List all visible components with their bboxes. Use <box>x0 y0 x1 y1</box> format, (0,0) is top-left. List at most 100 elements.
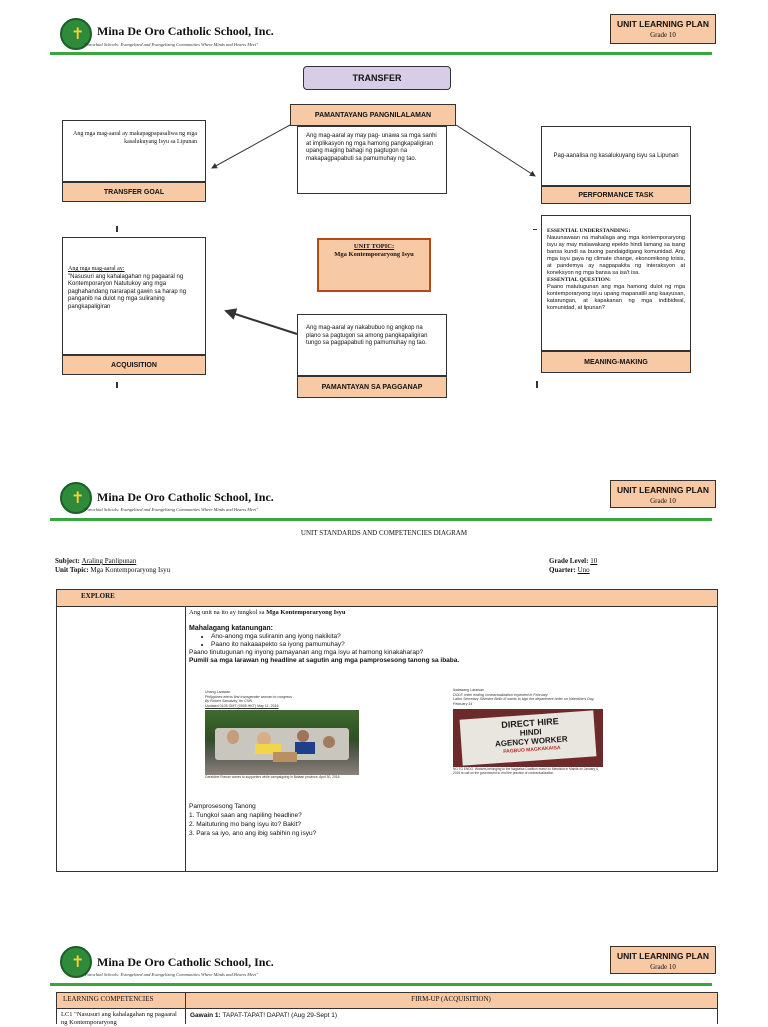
grade-level-value: 10 <box>590 557 598 565</box>
unit-topic-title: UNIT TOPIC: <box>353 243 395 250</box>
firmup-header: FIRM-UP (ACQUISITION) <box>411 995 491 1003</box>
unit-topic-box: UNIT TOPIC: Mga Kontemporaryong Isyu <box>317 238 431 292</box>
eq-title: ESSENTIAL QUESTION: <box>547 277 611 283</box>
img1-updated: Updated 0105 GMT (0905 HKT) May 11, 2016 <box>205 703 279 708</box>
acquisition-text: "Nasusuri ang kahalagahan ng pagaaral ng… <box>68 273 187 310</box>
unit-topic-value: Mga Kontemporaryong Isyu <box>90 566 171 574</box>
explore-table: EXPLORE Ang unit na ito ay tungkol sa Mg… <box>56 589 718 872</box>
unit-learning-plan-badge: UNIT LEARNING PLAN Grade 10 <box>610 14 716 44</box>
subject-label: Subject: <box>55 557 80 565</box>
grade-level-row: Grade Level: 10 <box>549 557 597 565</box>
protest-photo: DIRECT HIRE HINDI AGENCY WORKER PAGBUO M… <box>453 709 603 767</box>
unit-learning-plan-badge: UNIT LEARNING PLAN Grade 10 <box>610 946 716 974</box>
explore-intro-row: Ang unit na ito ay tungkol sa Mga Kontem… <box>189 609 713 617</box>
acquisition-box: Ang mga mag-aaral ay: "Nasusuri ang kaha… <box>62 237 206 355</box>
img2-byline: Labor Secretary Silvestre Bello III want… <box>453 697 595 706</box>
news-image-2: Ikalawang Larawan DOLE order ending cont… <box>453 688 605 788</box>
grade-label: Grade 10 <box>650 963 676 971</box>
img1-source: Unang Larawan <box>205 690 231 694</box>
acquisition-intro: Ang mga mag-aaral ay: <box>68 266 125 272</box>
school-logo-icon <box>60 18 92 50</box>
unit-topic-text: Mga Kontemporaryong Isyu <box>334 251 414 258</box>
img1-byline: By Robert Sawatzky, for CNN <box>205 699 253 703</box>
competencies-header-row: LEARNING COMPETENCIES FIRM-UP (ACQUISITI… <box>57 993 717 1009</box>
school-name: Mina De Oro Catholic School, Inc. <box>97 490 274 504</box>
campaign-photo <box>205 710 359 775</box>
school-logo-icon <box>60 946 92 978</box>
list-item: Paano ito nakaaapekto sa iyong pamumuhay… <box>211 641 713 649</box>
meaning-making-label: MEANING-MAKING <box>541 351 691 373</box>
tick-mark <box>533 229 537 230</box>
img1-headline: Philippines elects first transgender wom… <box>205 694 292 699</box>
quarter-label: Quarter: <box>549 566 576 574</box>
school-motto: "Parochial Schools: Evangelized and Evan… <box>83 972 259 977</box>
column-divider <box>185 993 186 1024</box>
pamantayan-pagganap-label: PAMANTAYAN SA PAGGANAP <box>297 376 447 398</box>
gawain-label: Gawain 1: <box>190 1012 221 1019</box>
subject-value: Araling Panlipunan <box>81 557 137 565</box>
pamantayan-pagganap-box: Ang mag-aaral ay nakabubuo ng angkop na … <box>297 314 447 376</box>
grade-label: Grade 10 <box>650 31 676 39</box>
list-item: 2. Maituturing mo bang isyu ito? Bakit? <box>189 821 302 828</box>
gawain-text: TAPAT-TAPAT! DAPAT! (Aug 29-Sept 1) <box>222 1012 338 1019</box>
tick-mark <box>536 381 538 388</box>
eu-title: ESSENTIAL UNDERSTANDING: <box>547 228 631 234</box>
explore-header: EXPLORE <box>57 590 717 607</box>
acquisition-label: ACQUISITION <box>62 355 206 375</box>
gawain-row: Gawain 1: TAPAT-TAPAT! DAPAT! (Aug 29-Se… <box>190 1012 337 1019</box>
diagram-arrows <box>211 124 536 335</box>
explore-topic: Mga Kontemporaryong Isyu <box>266 609 346 616</box>
eu-text: Nauunawaan na mahalaga ang mga kontempor… <box>547 235 685 276</box>
transfer-goal-label: TRANSFER GOAL <box>62 182 206 202</box>
news-image-1: Unang Larawan Philippines elects first t… <box>205 690 361 786</box>
list-item: 1. Tungkol saan ang napiling headline? <box>189 812 302 819</box>
header-divider <box>50 983 712 986</box>
paano-text: Paano tinutugunan ng inyong pamayanan an… <box>189 649 424 656</box>
img2-source: Ikalawang Larawan <box>453 688 484 692</box>
grade-label: Grade 10 <box>650 497 676 505</box>
img2-headline: DOLE order ending contractualization exp… <box>453 692 548 697</box>
plan-title: UNIT LEARNING PLAN <box>616 485 710 495</box>
list-item: Ano-anong mga suliranin ang iyong nakiki… <box>211 633 713 641</box>
img2-caption: NO TO ENDO. Workers belonging to the Nag… <box>453 767 599 775</box>
mahalagang-title: Mahalagang katanungan: <box>189 625 274 632</box>
plan-title: UNIT LEARNING PLAN <box>616 19 710 29</box>
unit-topic-label: Unit Topic: <box>55 566 89 574</box>
plan-title: UNIT LEARNING PLAN <box>616 951 710 961</box>
img1-caption: Geraldine Roman waves to supporters whil… <box>205 775 341 779</box>
diagram-title: UNIT STANDARDS AND COMPETENCIES DIAGRAM <box>300 529 468 537</box>
pamantayang-pangnilalaman-label: PAMANTAYANG PANGNILALAMAN <box>290 104 456 126</box>
pamprosesong-section: Pamprosesong Tanong 1. Tungkol saan ang … <box>189 802 713 838</box>
lc-header: LEARNING COMPETENCIES <box>63 995 154 1003</box>
list-item: 3. Para sa iyo, ano ang ibig sabihin ng … <box>189 830 317 837</box>
pumili-text: Pumili sa mga larawan ng headline at sag… <box>189 657 460 664</box>
tick-mark <box>116 382 118 388</box>
explore-intro: Ang unit na ito ay tungkol sa <box>189 609 265 616</box>
pampro-title: Pamprosesong Tanong <box>189 803 256 810</box>
quarter-row: Quarter: Uno <box>549 566 590 574</box>
column-divider <box>185 607 186 871</box>
meaning-making-box: ESSENTIAL UNDERSTANDING: Nauunawaan na m… <box>541 215 691 351</box>
school-motto: "Parochial Schools: Evangelized and Evan… <box>83 507 259 512</box>
header-divider <box>50 518 712 521</box>
transfer-goal-box: Ang mga mag-aaral ay makapagpapasaliwa n… <box>62 120 206 182</box>
pamantayang-pangnilalaman-box: Ang mag-aaral ay may pag- unawa sa mga s… <box>297 126 447 194</box>
school-logo-icon <box>60 482 92 514</box>
essential-questions-list: Ano-anong mga suliranin ang iyong nakiki… <box>189 633 713 649</box>
transfer-title: TRANSFER <box>303 66 451 90</box>
lc1-text: LC1 "Nasusuri ang kahalagahan ng pagaara… <box>61 1011 177 1026</box>
header-divider <box>50 52 712 55</box>
unit-topic-row: Unit Topic: Mga Kontemporaryong Isyu <box>55 566 170 574</box>
school-motto: "Parochial Schools: Evangelized and Evan… <box>83 42 259 47</box>
subject-row: Subject: Araling Panlipunan <box>55 557 136 565</box>
grade-level-label: Grade Level: <box>549 557 589 565</box>
tick-mark <box>116 226 118 232</box>
eq-text: Paano matutugunan ang mga hamong dulot n… <box>547 284 685 311</box>
performance-task-box: Pag-aanalisa ng kasalukuyang isyu sa Lip… <box>541 126 691 186</box>
quarter-value: Uno <box>577 566 590 574</box>
unit-learning-plan-badge: UNIT LEARNING PLAN Grade 10 <box>610 480 716 508</box>
school-name: Mina De Oro Catholic School, Inc. <box>97 24 274 38</box>
performance-task-label: PERFORMANCE TASK <box>541 186 691 204</box>
school-name: Mina De Oro Catholic School, Inc. <box>97 955 274 969</box>
competencies-table: LEARNING COMPETENCIES FIRM-UP (ACQUISITI… <box>56 992 718 1026</box>
